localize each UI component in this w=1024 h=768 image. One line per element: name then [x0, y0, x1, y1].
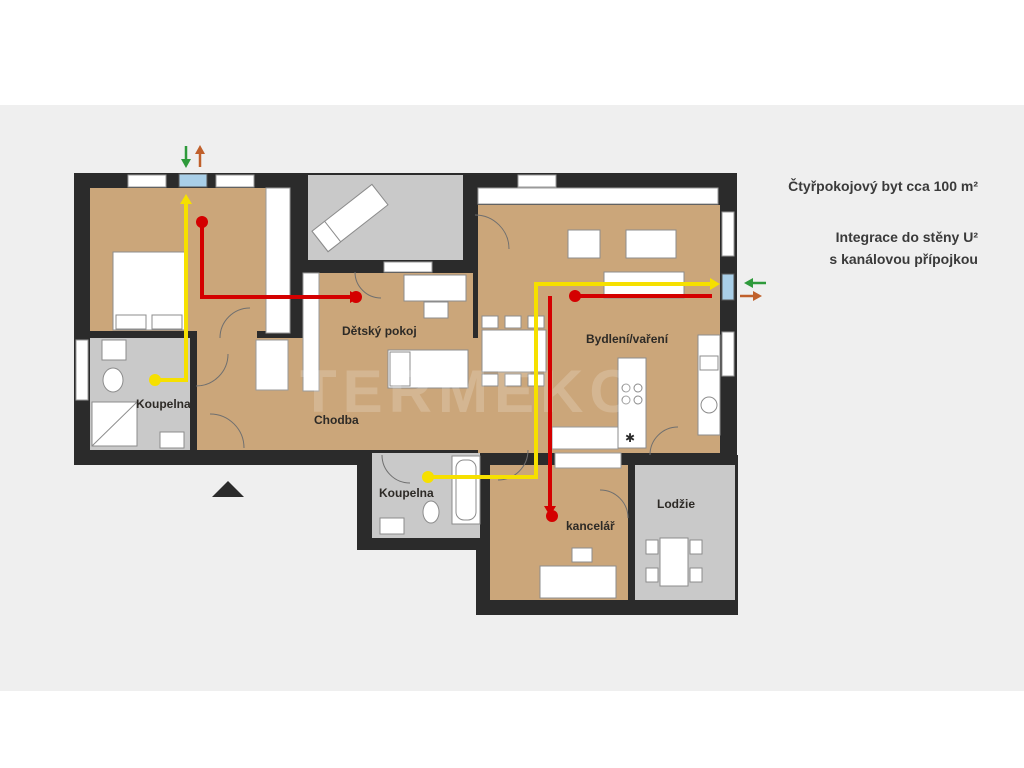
entrance-marker-icon	[212, 481, 244, 497]
exhaust-valve-icon	[196, 216, 208, 228]
subtitle-line-2: s kanálovou přípojkou	[829, 251, 978, 267]
label-loggia: Lodžie	[657, 497, 695, 511]
supply-ducts	[155, 202, 712, 479]
exhaust-valve-icon	[546, 510, 558, 522]
supply-valve-icon	[149, 374, 161, 386]
label-bathroom-bottom: Koupelna	[379, 486, 434, 500]
ventilation-unit-right	[721, 273, 735, 301]
duct-terminals	[149, 216, 581, 522]
windows	[75, 174, 735, 401]
label-office: kancelář	[566, 519, 615, 533]
label-kids-room: Dětský pokoj	[342, 324, 417, 338]
built-ins	[255, 187, 622, 469]
plan-title: Čtyřpokojový byt cca 100 m²	[788, 178, 978, 194]
exhaust-valve-icon	[569, 290, 581, 302]
supply-valve-icon	[422, 471, 434, 483]
plan-subtitle: Integrace do stěny U² s kanálovou přípoj…	[829, 226, 978, 270]
label-living: Bydlení/vaření	[586, 332, 669, 346]
doors	[195, 214, 679, 519]
exhaust-ducts	[200, 222, 712, 508]
exhaust-valve-icon	[350, 291, 362, 303]
label-bathroom-left: Koupelna	[136, 397, 191, 411]
label-corridor: Chodba	[314, 413, 359, 427]
snowflake-icon: ✱	[625, 431, 635, 445]
airflow-arrows	[181, 145, 766, 301]
subtitle-line-1: Integrace do stěny U²	[835, 229, 978, 245]
ventilation-unit-top	[178, 173, 208, 188]
watermark: TERMEKO	[300, 358, 642, 425]
